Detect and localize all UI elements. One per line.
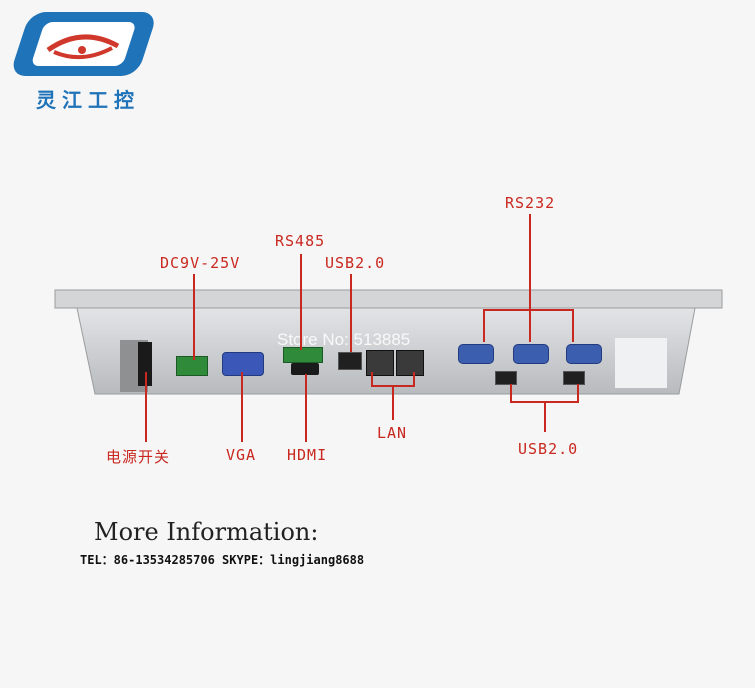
- label-vga: VGA: [226, 446, 257, 464]
- store-watermark: Store No: 513885: [277, 330, 411, 349]
- label-usb-bottom: USB2.0: [518, 440, 579, 458]
- logo-emblem-icon: [13, 12, 154, 76]
- company-logo: [8, 6, 156, 118]
- label-rs232: RS232: [505, 194, 556, 212]
- label-rs485: RS485: [275, 232, 326, 250]
- usb-port: [563, 371, 585, 385]
- rs485-connector: [283, 347, 323, 363]
- label-dc-input: DC9V-25V: [160, 254, 241, 272]
- lan-port: [396, 350, 424, 376]
- rs232-port: [566, 344, 602, 364]
- hdmi-port: [291, 363, 319, 375]
- lan-port: [366, 350, 394, 376]
- label-power-switch: 电源开关: [106, 448, 171, 466]
- rs232-port: [458, 344, 494, 364]
- more-info-heading: More Information:: [94, 518, 319, 546]
- contact-line: TEL：86-13534285706 SKYPE：lingjiang8688: [80, 553, 365, 567]
- dc-power-connector: [176, 356, 208, 376]
- power-switch: [138, 342, 152, 386]
- logo-text: 灵江工控: [36, 88, 140, 112]
- label-lan: LAN: [377, 424, 408, 442]
- rs232-port: [513, 344, 549, 364]
- label-hdmi: HDMI: [287, 446, 328, 464]
- usb-port: [338, 352, 362, 370]
- usb-port: [495, 371, 517, 385]
- label-usb-top: USB2.0: [325, 254, 386, 272]
